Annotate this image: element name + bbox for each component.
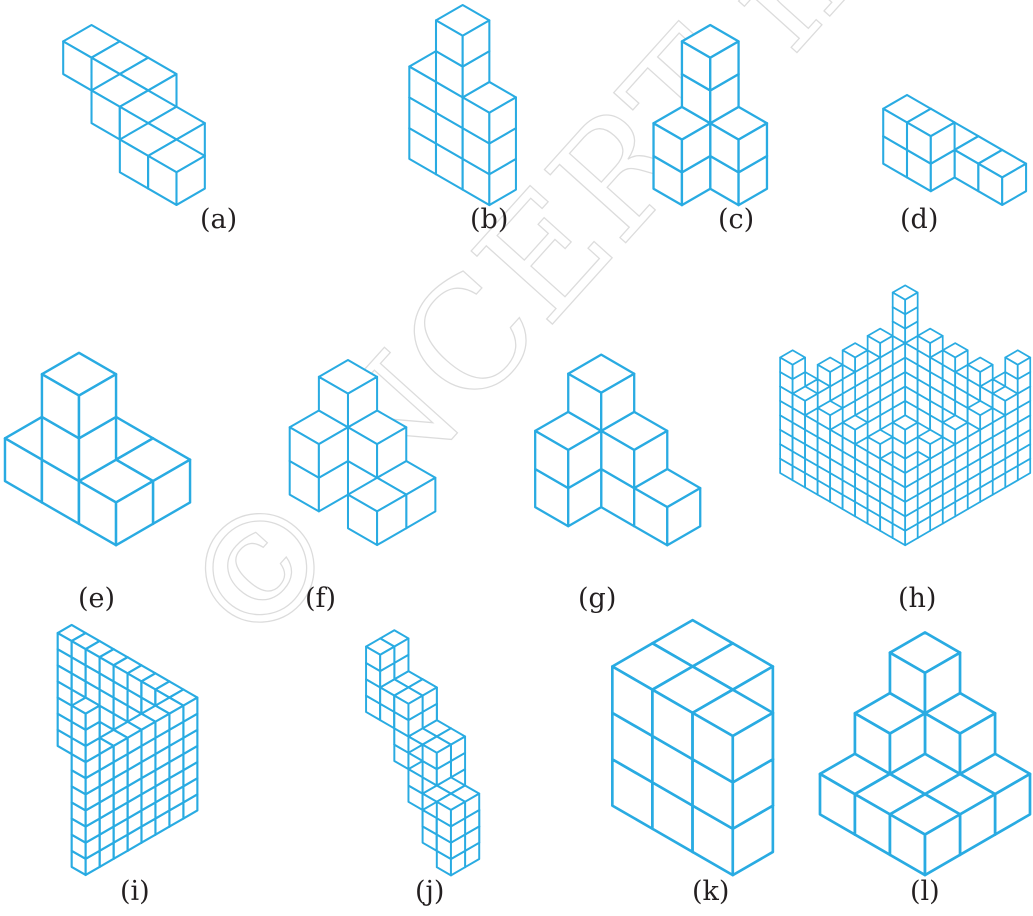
figure-g — [535, 355, 700, 546]
cube — [893, 415, 918, 444]
cube — [437, 794, 465, 827]
cube — [818, 358, 843, 387]
cube — [868, 329, 893, 358]
figure-i — [58, 625, 198, 875]
cube — [943, 343, 968, 372]
cube — [394, 687, 422, 720]
cube — [918, 329, 943, 358]
label-i: (i) — [120, 876, 150, 907]
figure-e — [5, 353, 190, 545]
label-l: (l) — [910, 876, 940, 907]
cube — [893, 285, 918, 314]
figure-b — [409, 5, 516, 205]
cube — [1005, 350, 1030, 379]
cube — [423, 736, 451, 769]
cube — [868, 430, 893, 459]
label-b: (b) — [470, 204, 508, 235]
figure-a — [63, 25, 205, 205]
figure-l — [820, 632, 1030, 875]
label-k: (k) — [692, 876, 729, 907]
label-e: (e) — [78, 583, 115, 614]
cube — [818, 401, 843, 430]
label-c: (c) — [718, 204, 754, 235]
figure-d — [883, 95, 1026, 205]
cube — [72, 698, 100, 730]
cube — [968, 401, 993, 430]
cube — [780, 350, 805, 379]
figure-j — [366, 630, 479, 875]
label-f: (f) — [305, 583, 336, 614]
label-j: (j) — [415, 876, 444, 907]
cube — [918, 430, 943, 459]
cube — [366, 638, 394, 671]
cube — [843, 415, 868, 444]
label-a: (a) — [200, 204, 237, 235]
label-h: (h) — [898, 583, 936, 614]
figure-k — [612, 620, 773, 875]
label-d: (d) — [900, 204, 938, 235]
figure-h — [780, 285, 1030, 545]
label-g: (g) — [578, 583, 616, 614]
cube — [943, 415, 968, 444]
cube — [843, 343, 868, 372]
cube — [968, 358, 993, 387]
